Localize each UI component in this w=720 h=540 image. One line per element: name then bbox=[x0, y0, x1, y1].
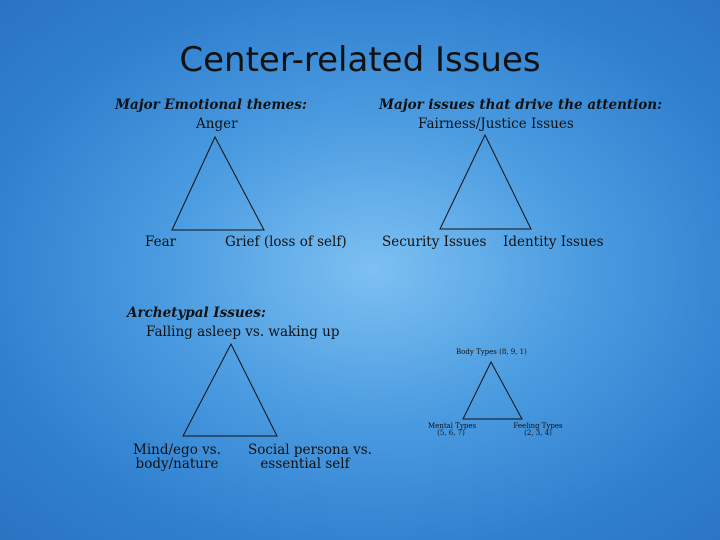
archetypal-right-line2: essential self bbox=[260, 456, 350, 473]
attention-triangle bbox=[439, 133, 532, 230]
attention-left-label: Security Issues bbox=[382, 234, 487, 250]
attention-right-label: Identity Issues bbox=[503, 234, 604, 250]
types-top-label: Body Types (8, 9, 1) bbox=[456, 348, 527, 356]
attention-top-label: Fairness/Justice Issues bbox=[418, 116, 574, 132]
slide-title: Center-related Issues bbox=[179, 40, 541, 80]
archetypal-right-line1: Social persona vs. bbox=[248, 442, 372, 458]
archetypal-right-label: Social persona vs. essential self bbox=[248, 442, 372, 473]
emotional-triangle bbox=[171, 135, 265, 231]
types-right-line1: Feeling Types bbox=[513, 422, 563, 430]
types-triangle bbox=[462, 360, 523, 420]
emotional-header: Major Emotional themes: bbox=[115, 97, 307, 113]
archetypal-triangle bbox=[182, 342, 278, 437]
archetypal-left-line1: Mind/ego vs. bbox=[133, 442, 221, 458]
types-left-line2: (5, 6, 7) bbox=[437, 429, 465, 438]
archetypal-left-line2: body/nature bbox=[135, 456, 219, 473]
types-left-label: Mental Types (5, 6, 7) bbox=[428, 422, 477, 438]
emotional-left-label: Fear bbox=[145, 234, 177, 250]
attention-header: Major issues that drive the attention: bbox=[379, 97, 663, 113]
archetypal-header: Archetypal Issues: bbox=[127, 305, 266, 321]
types-right-label: Feeling Types (2, 3, 4) bbox=[512, 422, 564, 438]
archetypal-left-label: Mind/ego vs. body/nature bbox=[122, 442, 232, 473]
types-right-line2: (2, 3, 4) bbox=[524, 429, 552, 438]
archetypal-top-label: Falling asleep vs. waking up bbox=[146, 324, 340, 340]
emotional-right-label: Grief (loss of self) bbox=[225, 234, 347, 250]
emotional-top-label: Anger bbox=[196, 116, 238, 132]
types-left-line1: Mental Types bbox=[428, 422, 477, 430]
